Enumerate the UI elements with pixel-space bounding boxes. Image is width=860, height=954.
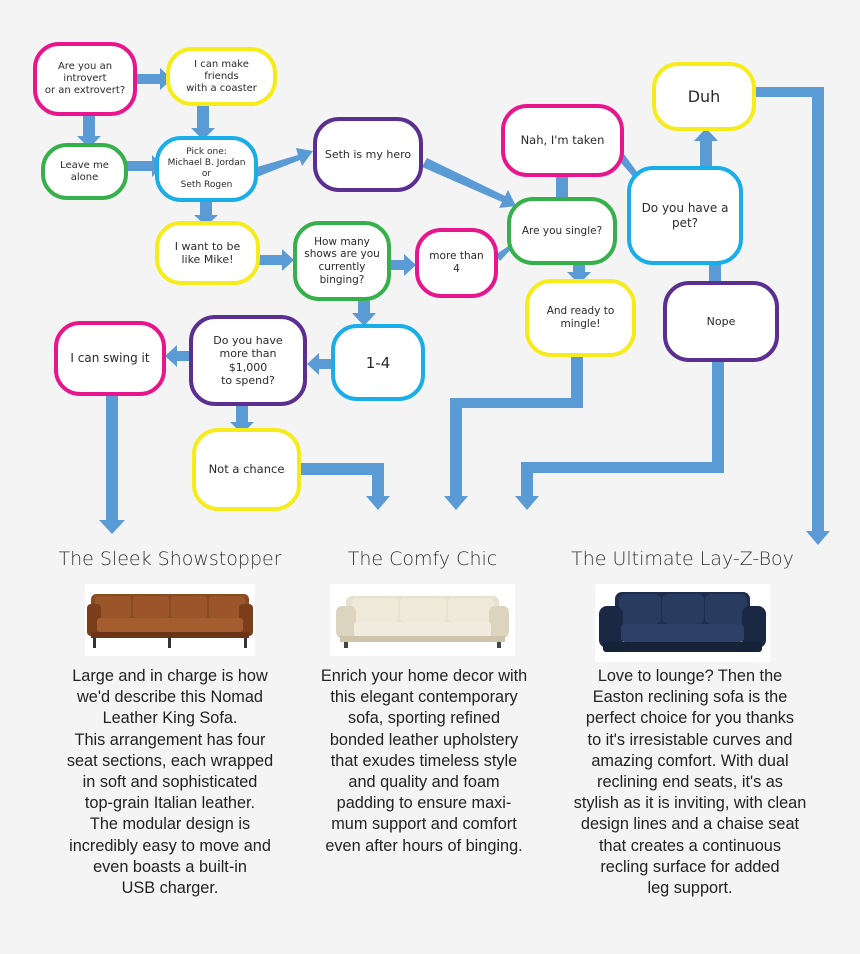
node-single: Are you single? (507, 197, 617, 265)
node-mingle: And ready to mingle! (525, 279, 636, 357)
description-comfy: Enrich your home decor with this elegant… (296, 666, 552, 857)
node-more4: more than 4 (415, 228, 498, 298)
title-comfy-chic: The Comfy Chic (290, 548, 555, 570)
node-notchance: Not a chance (192, 428, 301, 511)
node-nope: Nope (663, 281, 779, 362)
arrow-coaster-pickone (191, 104, 215, 140)
description-ultimate: Love to lounge? Then the Easton reclinin… (560, 666, 820, 899)
sofa-image-ultimate (595, 584, 770, 662)
arrow-mingle-comfy (444, 356, 583, 510)
arrow-swing-sleek (99, 396, 125, 534)
node-spend: Do you have more than $1,000 to spend? (189, 315, 307, 406)
node-pickone: Pick one: Michael B. Jordan or Seth Roge… (155, 136, 258, 202)
flowchart: Are you an introvert or an extrovert? I … (0, 0, 860, 545)
sofa-image-comfy (330, 584, 515, 656)
node-introvert: Are you an introvert or an extrovert? (33, 42, 137, 116)
node-coaster: I can make friends with a coaster (166, 47, 277, 106)
node-leave: Leave me alone (41, 143, 128, 200)
navy-sofa-illustration (595, 584, 770, 662)
arrow-spend-swing (165, 345, 190, 367)
arrow-pickone-seth (254, 148, 313, 177)
title-sleek-showstopper: The Sleek Showstopper (30, 548, 310, 570)
brown-sofa-illustration (85, 584, 255, 656)
node-binging: How many shows are you currently binging… (293, 221, 391, 301)
arrow-nope-comfy (515, 362, 724, 510)
node-duh: Duh (652, 62, 756, 131)
arrow-seth-single (422, 158, 516, 208)
node-mike: I want to be like Mike! (155, 221, 260, 285)
arrow-mike-binging (256, 249, 294, 271)
arrow-binging-more4 (390, 254, 416, 276)
node-swing: I can swing it (54, 321, 166, 396)
node-taken: Nah, I'm taken (501, 104, 624, 177)
arrow-one4-spend (307, 353, 333, 375)
cream-sofa-illustration (330, 584, 515, 656)
node-one4: 1-4 (331, 324, 425, 401)
node-seth: Seth is my hero (313, 117, 423, 192)
description-sleek: Large and in charge is how we'd describe… (40, 666, 300, 899)
title-ultimate-lay-z-boy: The Ultimate Lay-Z-Boy (555, 548, 810, 570)
sofa-image-sleek (85, 584, 255, 656)
arrow-notchance-comfy (296, 463, 390, 510)
arrow-pet-duh (694, 128, 718, 168)
node-pet: Do you have a pet? (627, 166, 743, 265)
